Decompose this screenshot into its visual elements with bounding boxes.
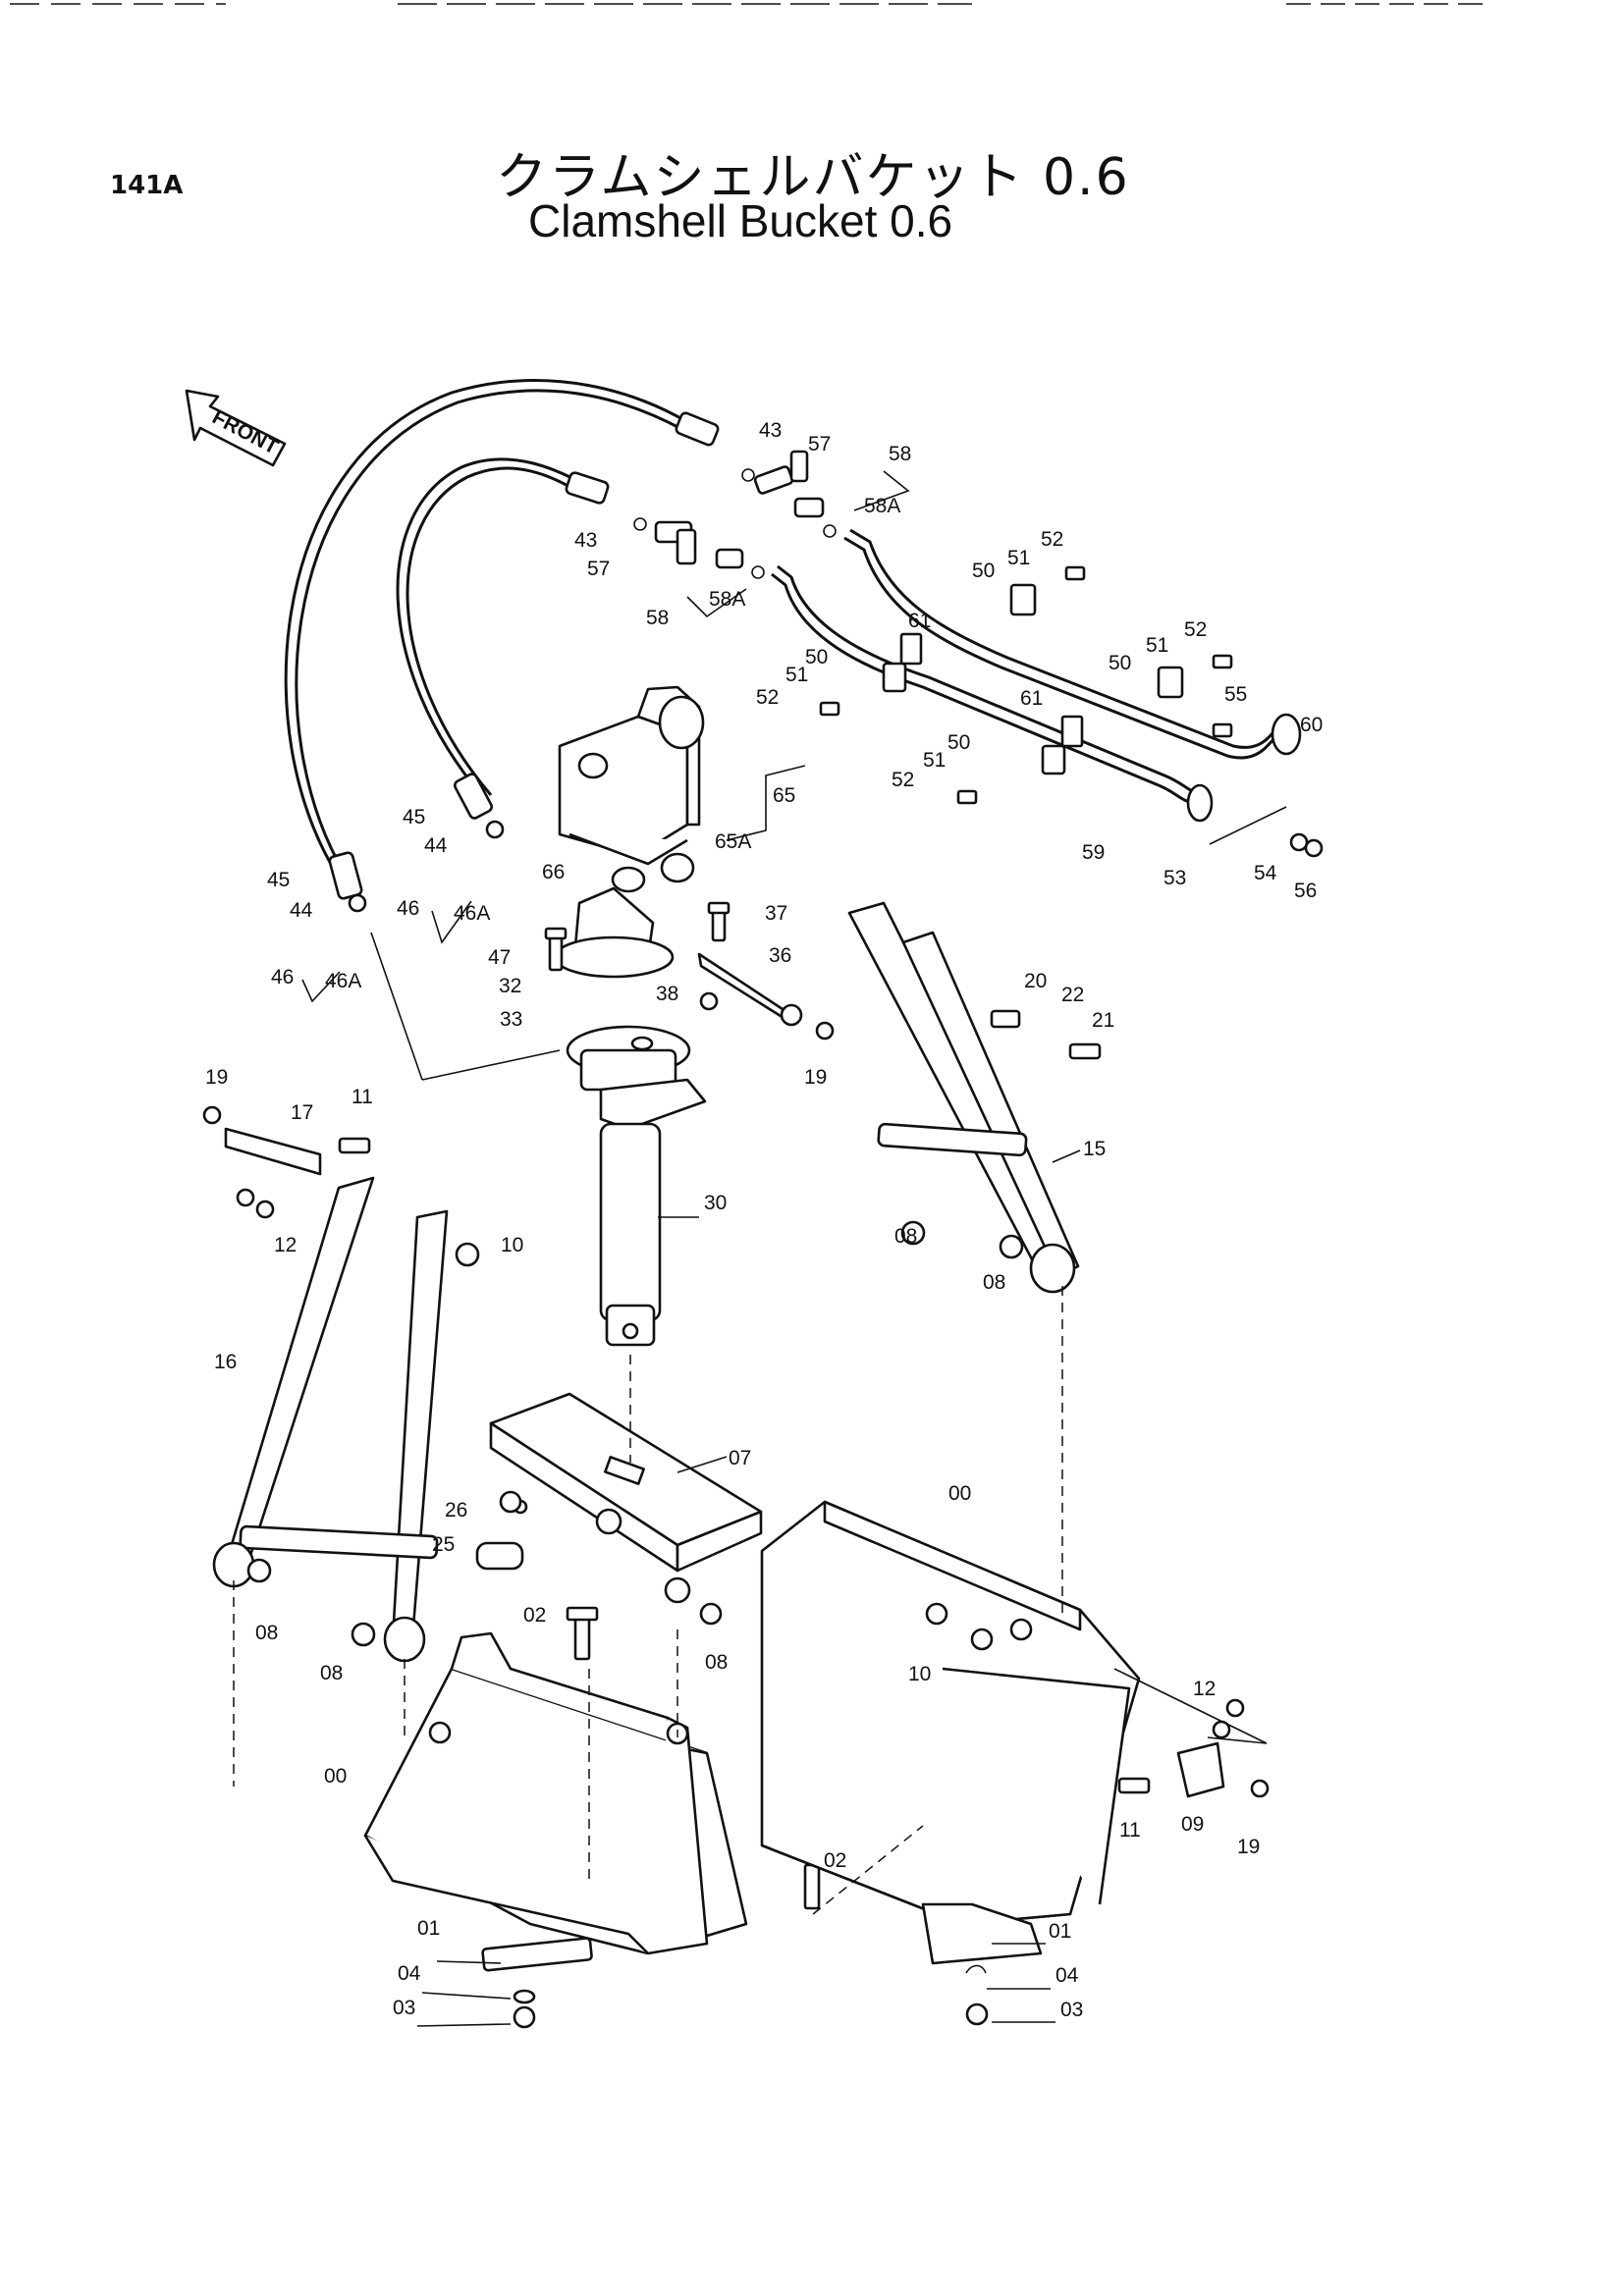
part-callout: 07 [729, 1447, 751, 1469]
part-callout: 55 [1224, 683, 1247, 706]
part-callout: 11 [352, 1086, 373, 1108]
part-callout: 44 [290, 899, 313, 922]
part-callout: 19 [1237, 1836, 1260, 1858]
hydraulic-hoses [284, 379, 720, 913]
part-callout: 19 [205, 1066, 228, 1089]
part-callout: 61 [1020, 687, 1043, 710]
part-callout: 57 [587, 558, 610, 580]
part-callout: 57 [808, 433, 831, 455]
part-callout: 66 [542, 861, 565, 883]
front-arrow-icon: FRONT [185, 389, 287, 467]
part-callout: 08 [705, 1651, 728, 1674]
part-callout: 46 [271, 966, 294, 988]
part-callout: 03 [1060, 1999, 1083, 2021]
left-bucket-half [363, 1631, 748, 2029]
title-english: Clamshell Bucket 0.6 [528, 195, 953, 246]
part-callout: 19 [804, 1066, 827, 1089]
part-callout: 00 [948, 1482, 971, 1505]
leader-lines [301, 470, 1268, 2027]
part-callout: 50 [947, 731, 970, 754]
part-callout: 65 [773, 784, 795, 807]
part-callout: 45 [267, 869, 290, 891]
page-id: 141A [110, 171, 184, 200]
part-callout: 50 [1109, 652, 1131, 674]
part-callout: 53 [1163, 867, 1186, 889]
right-bucket-half [760, 1500, 1141, 2026]
part-callout: 04 [398, 1962, 421, 1985]
part-callout: 20 [1024, 970, 1047, 992]
part-callout: 02 [523, 1604, 546, 1627]
part-callout: 46A [325, 970, 361, 992]
part-callout: 43 [759, 419, 782, 442]
part-callout: 37 [765, 902, 787, 925]
part-callout: 52 [892, 769, 914, 791]
part-callout: 58A [709, 588, 745, 611]
part-callout: 08 [255, 1622, 278, 1644]
part-callout: 30 [704, 1192, 727, 1214]
bucket-arms [212, 901, 1080, 1663]
part-callout: 11 [1119, 1819, 1141, 1842]
part-callout: 04 [1055, 1964, 1079, 1987]
part-callout: 47 [488, 946, 511, 969]
part-callout: 00 [324, 1765, 347, 1788]
part-callout: 52 [756, 686, 779, 709]
part-callout: 36 [769, 944, 791, 967]
part-callout: 16 [214, 1351, 237, 1373]
part-callout: 65A [715, 830, 751, 853]
part-callout: 09 [1181, 1813, 1204, 1836]
top-frame [489, 1392, 763, 1626]
part-callout: 52 [1041, 528, 1063, 551]
part-callout: 02 [824, 1849, 846, 1872]
part-callout: 56 [1294, 880, 1317, 902]
part-callout: 51 [785, 664, 808, 686]
part-callout: 46A [454, 902, 490, 925]
part-callout: 12 [274, 1234, 297, 1256]
part-callout: 01 [417, 1917, 440, 1940]
part-callout: 22 [1061, 984, 1084, 1006]
pipe-clamps [819, 565, 1233, 805]
part-callout: 60 [1300, 714, 1323, 736]
part-callout: 03 [393, 1997, 415, 2019]
part-callout: 58 [889, 443, 911, 465]
part-callout: 12 [1193, 1678, 1216, 1700]
part-callout: 59 [1082, 841, 1105, 864]
part-callout: 51 [923, 749, 946, 772]
fasteners [202, 901, 1270, 1910]
part-callout: 46 [397, 897, 419, 920]
part-callout: 21 [1092, 1009, 1114, 1032]
part-callout: 50 [805, 646, 828, 668]
part-callout: 10 [908, 1663, 931, 1685]
part-callout: 08 [320, 1662, 343, 1684]
part-callout: 10 [501, 1234, 523, 1256]
part-callout: 32 [499, 975, 521, 997]
part-callout: 25 [432, 1533, 455, 1556]
hose-fittings [633, 450, 837, 579]
title-japanese: クラムシェルバケット 0.6 [496, 148, 1130, 207]
swivel-and-cylinder [553, 886, 707, 1347]
part-callout: 58 [646, 607, 669, 629]
part-callout: 08 [894, 1225, 917, 1248]
part-callout: 08 [983, 1271, 1005, 1294]
part-callout: 58A [864, 495, 900, 517]
part-callout: 61 [908, 610, 931, 632]
part-callout: 33 [500, 1008, 522, 1031]
part-callout: 51 [1146, 634, 1168, 657]
part-callout: 54 [1254, 862, 1277, 884]
part-callout: 51 [1007, 547, 1030, 569]
alignment-lines [233, 932, 1063, 1915]
part-callout: 44 [424, 834, 448, 857]
part-callout: 17 [291, 1101, 313, 1124]
part-callout: 01 [1049, 1920, 1071, 1943]
part-callout: 45 [403, 806, 425, 828]
part-callout: 26 [445, 1499, 467, 1522]
part-callout: 52 [1184, 618, 1207, 641]
part-callout: 50 [972, 560, 995, 582]
part-callout: 43 [574, 529, 597, 552]
part-callout: 38 [656, 983, 678, 1005]
part-callout: 15 [1083, 1138, 1106, 1160]
rotator-bracket [558, 685, 705, 893]
